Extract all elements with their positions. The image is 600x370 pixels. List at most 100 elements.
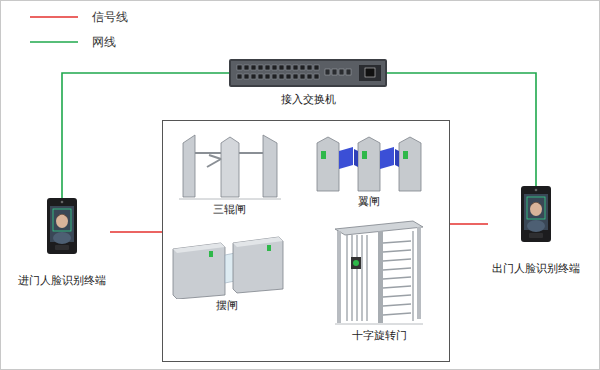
face-terminal-illustration <box>521 186 551 242</box>
face-terminal: 进门人脸识别终端 <box>14 198 110 288</box>
illustration-part <box>383 259 411 261</box>
illustration-part <box>450 223 488 225</box>
illustration-part <box>183 135 195 197</box>
legend-swatch <box>28 39 80 45</box>
device-label: 接入交换机 <box>279 93 338 107</box>
illustration-part <box>346 69 351 75</box>
illustration-part <box>233 237 283 293</box>
illustration-part <box>521 186 551 242</box>
illustration-part <box>399 137 421 191</box>
illustration-part <box>47 198 77 254</box>
illustration-part <box>53 209 71 231</box>
flap-barrier-illustration <box>313 127 425 193</box>
illustration-part <box>244 74 249 79</box>
illustration-part <box>529 233 543 238</box>
illustration-part <box>300 65 305 70</box>
legend-line-sample <box>30 41 78 43</box>
illustration-part <box>332 69 337 75</box>
swing-gate: 摆闸 <box>169 229 285 313</box>
full-height-turnstile-illustration <box>333 217 425 327</box>
full-height-turnstile: 十字旋转门 <box>333 217 425 343</box>
illustration-part <box>265 65 270 70</box>
illustration-part <box>61 201 64 204</box>
illustration-part <box>527 220 545 232</box>
illustration-part <box>209 251 213 257</box>
illustration-part <box>380 147 394 169</box>
illustration-part <box>279 74 284 79</box>
legend-swatch <box>28 14 80 20</box>
illustration-part <box>293 74 298 79</box>
illustration-part <box>300 74 305 79</box>
illustration-part <box>307 74 312 79</box>
illustration-part <box>353 260 359 266</box>
illustration-part <box>383 277 411 279</box>
illustration-part <box>272 74 277 79</box>
illustration-part <box>339 69 344 75</box>
illustration-part <box>258 65 263 70</box>
tripod-turnstile: 三辊闸 <box>171 127 287 217</box>
illustration-part <box>383 304 411 306</box>
illustration-part <box>335 324 423 325</box>
illustration-part <box>251 74 256 79</box>
illustration-part <box>244 65 249 70</box>
illustration-part <box>56 214 68 228</box>
illustration-part <box>314 65 319 70</box>
illustration-part <box>383 295 411 297</box>
illustration-part <box>325 69 330 75</box>
illustration-part <box>179 199 281 200</box>
illustration-part <box>239 152 263 154</box>
illustration-part <box>337 231 341 323</box>
network-switch: 接入交换机 <box>229 57 387 107</box>
device-label: 进门人脸识别终端 <box>16 274 108 288</box>
illustration-part <box>263 135 277 197</box>
device-label: 摆闸 <box>214 299 240 313</box>
illustration-part <box>229 59 387 87</box>
illustration-part <box>535 189 538 192</box>
illustration-part <box>359 65 381 81</box>
illustration-part <box>365 68 375 77</box>
illustration-part <box>53 232 71 244</box>
illustration-part <box>356 235 357 321</box>
illustration-part <box>221 137 239 197</box>
connector <box>110 232 162 233</box>
illustration-part <box>293 65 298 70</box>
illustration-part <box>383 313 411 315</box>
legend-text: 信号线 <box>92 10 128 24</box>
illustration-part <box>207 159 221 167</box>
face-terminal-illustration <box>47 198 77 254</box>
illustration-part <box>354 149 358 167</box>
illustration-part <box>231 61 385 85</box>
illustration-part <box>258 74 263 79</box>
device-label: 出门人脸识别终端 <box>490 262 582 276</box>
legend-line-sample <box>30 16 78 18</box>
swing-gate-illustration <box>169 229 285 299</box>
illustration-part <box>279 65 284 70</box>
illustration-part <box>265 74 270 79</box>
illustration-part <box>55 245 69 250</box>
illustration-part <box>395 149 399 167</box>
face-terminal: 出门人脸识别终端 <box>488 186 584 276</box>
illustration-part <box>237 74 242 79</box>
illustration-part <box>378 231 383 323</box>
connector <box>450 224 488 225</box>
illustration-part <box>527 197 545 219</box>
illustration-part <box>286 74 291 79</box>
illustration-part <box>195 152 221 154</box>
illustration-part <box>272 65 277 70</box>
illustration-part <box>209 155 221 159</box>
tripod-turnstile-illustration <box>171 127 287 203</box>
illustration-part <box>267 245 271 251</box>
device-label: 翼闸 <box>356 195 382 209</box>
illustration-part <box>251 65 256 70</box>
illustration-part <box>339 147 353 169</box>
illustration-part <box>346 235 347 321</box>
illustration-part <box>412 231 413 321</box>
device-label: 三辊闸 <box>211 203 248 217</box>
illustration-part <box>173 243 225 299</box>
illustration-part <box>530 202 542 207</box>
illustration-part <box>530 202 542 216</box>
illustration-part <box>383 268 411 270</box>
flap-barrier: 翼闸 <box>313 127 425 209</box>
illustration-part <box>403 151 408 159</box>
